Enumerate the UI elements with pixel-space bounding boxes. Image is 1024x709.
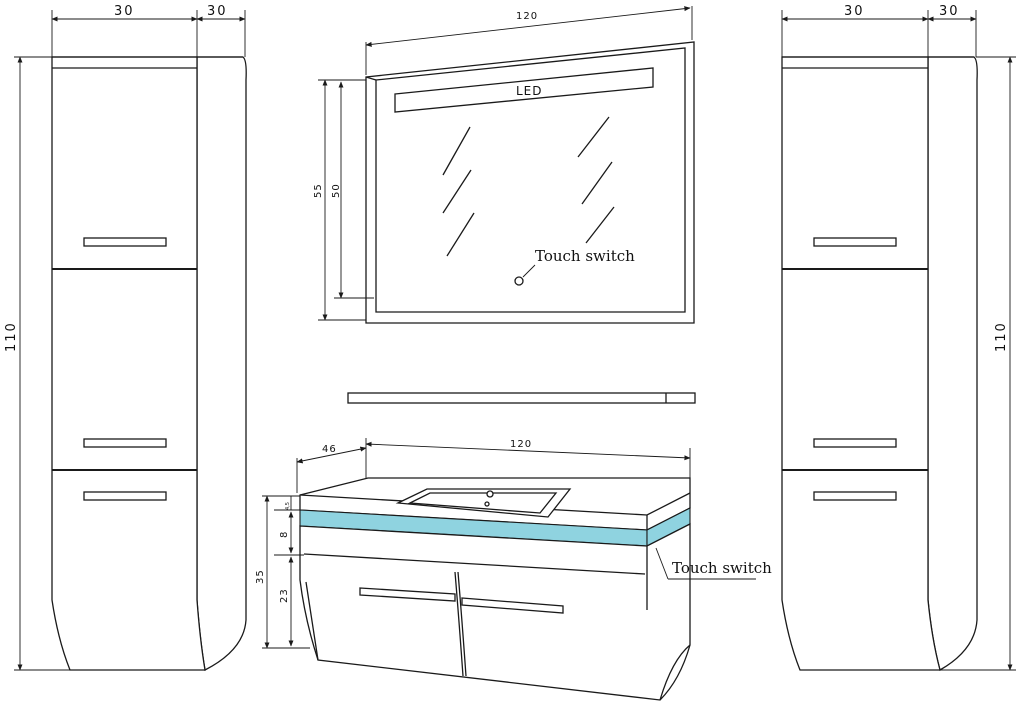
touch-switch-icon (514, 276, 524, 286)
drawer-handle (461, 597, 564, 614)
dim-mirror-outer-height: 55 (313, 183, 324, 198)
led-strip (394, 67, 654, 113)
dim-cabinet-height: 110 (4, 321, 19, 352)
dim-cabinet-width: 30 (114, 4, 135, 19)
led-mirror: LED Touch switch (365, 41, 695, 324)
dim-cabinet-depth: 30 (207, 4, 228, 19)
dim-mirror-inner-height: 50 (331, 183, 342, 198)
dim-light-strip-height: 8 (279, 531, 290, 538)
drawer-handle (359, 587, 456, 602)
dim-vanity-total-height: 35 (255, 569, 266, 584)
drain-icon (484, 501, 490, 507)
cabinet-handle (813, 237, 897, 247)
dim-cabinet-height-right: 110 (994, 321, 1009, 352)
dim-vanity-depth: 46 (322, 444, 337, 455)
dim-top-thickness: 4,5 (285, 502, 291, 510)
cabinet-handle (83, 237, 167, 247)
vanity-dimensions: 120 46 35 4,5 8 23 (255, 438, 691, 649)
dim-drawer-height: 23 (279, 588, 290, 603)
dim-cabinet-depth-right: 30 (939, 4, 960, 19)
touch-switch-label-mirror: Touch switch (535, 247, 635, 265)
tap-hole (486, 490, 494, 498)
dim-mirror-width: 120 (516, 11, 538, 22)
right-tall-cabinet (781, 56, 978, 671)
led-label: LED (516, 84, 543, 98)
right-cabinet-dimensions: 30 30 110 (781, 4, 1016, 671)
cabinet-handle (83, 491, 167, 501)
left-cabinet-dimensions: 30 30 110 (4, 4, 246, 671)
left-tall-cabinet (51, 56, 247, 671)
dim-cabinet-width-right: 30 (844, 4, 865, 19)
cabinet-handle (83, 438, 167, 448)
mirror-dimensions: 120 55 50 (313, 6, 693, 321)
vanity-unit: Touch switch (299, 477, 772, 701)
basin (395, 488, 572, 518)
cabinet-handle (813, 491, 897, 501)
glass-shelf (347, 392, 696, 404)
touch-switch-label-vanity: Touch switch (672, 559, 772, 577)
dim-vanity-width: 120 (510, 439, 532, 450)
cabinet-handle (813, 438, 897, 448)
